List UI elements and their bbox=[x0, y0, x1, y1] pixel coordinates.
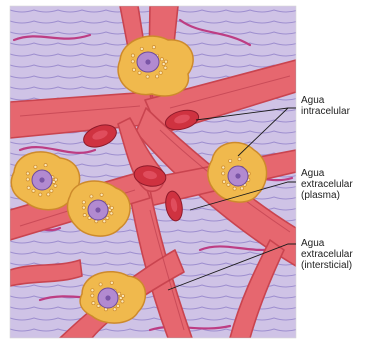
vesicle bbox=[238, 158, 241, 161]
vesicle bbox=[223, 180, 226, 183]
label-line: Agua bbox=[301, 168, 353, 179]
vesicle bbox=[103, 220, 106, 223]
label-line: (intersticial) bbox=[301, 260, 353, 271]
vesicle bbox=[26, 172, 29, 175]
vesicle bbox=[54, 178, 57, 181]
vesicle bbox=[27, 186, 30, 189]
vesicle bbox=[229, 159, 232, 162]
vesicle bbox=[140, 47, 143, 50]
vesicle bbox=[116, 304, 119, 307]
vesicle bbox=[138, 71, 141, 74]
vesicle bbox=[156, 75, 159, 78]
vesicle bbox=[91, 289, 94, 292]
vesicle bbox=[50, 189, 53, 192]
label-line: extracelular bbox=[301, 179, 353, 190]
vesicle bbox=[222, 166, 225, 169]
vesicle bbox=[110, 206, 113, 209]
vesicle bbox=[121, 300, 124, 303]
vesicle bbox=[47, 193, 50, 196]
label-interstitial-water: Agua extracelular (intersticial) bbox=[301, 238, 353, 271]
vesicle bbox=[83, 214, 86, 217]
vesicle bbox=[44, 164, 47, 167]
vesicle bbox=[233, 187, 236, 190]
label-plasma-water: Agua extracelular (plasma) bbox=[301, 168, 353, 201]
vesicle bbox=[82, 206, 85, 209]
vesicle bbox=[110, 212, 113, 215]
label-line: extracelular bbox=[301, 249, 353, 260]
vesicle bbox=[131, 60, 134, 63]
vesicle bbox=[146, 75, 149, 78]
vesicle bbox=[113, 308, 116, 311]
vesicle bbox=[82, 201, 85, 204]
vesicle bbox=[97, 304, 100, 307]
vesicle bbox=[132, 68, 135, 71]
vesicle bbox=[34, 165, 37, 168]
vesicle bbox=[39, 193, 42, 196]
vesicle bbox=[110, 281, 113, 284]
vesicle bbox=[159, 71, 162, 74]
label-line: Agua bbox=[301, 238, 353, 249]
vesicle bbox=[160, 58, 163, 61]
label-line: Agua bbox=[301, 95, 350, 106]
vesicle bbox=[152, 46, 155, 49]
vesicle bbox=[100, 193, 103, 196]
vesicle bbox=[106, 216, 109, 219]
vesicle bbox=[26, 178, 29, 181]
vesicle bbox=[164, 66, 167, 69]
vesicle bbox=[91, 294, 94, 297]
vesicle bbox=[90, 195, 93, 198]
vesicle bbox=[222, 172, 225, 175]
vesicle bbox=[240, 187, 243, 190]
label-line: (plasma) bbox=[301, 190, 353, 201]
vesicle bbox=[32, 189, 35, 192]
vesicle bbox=[99, 283, 102, 286]
vesicle bbox=[131, 54, 134, 57]
vesicle bbox=[54, 184, 57, 187]
label-intracellular-water: Agua intracelular bbox=[301, 95, 350, 117]
vesicle bbox=[227, 183, 230, 186]
vesicle bbox=[121, 294, 124, 297]
vesicle bbox=[92, 302, 95, 305]
label-line: intracelular bbox=[301, 106, 350, 117]
vesicle bbox=[164, 60, 167, 63]
